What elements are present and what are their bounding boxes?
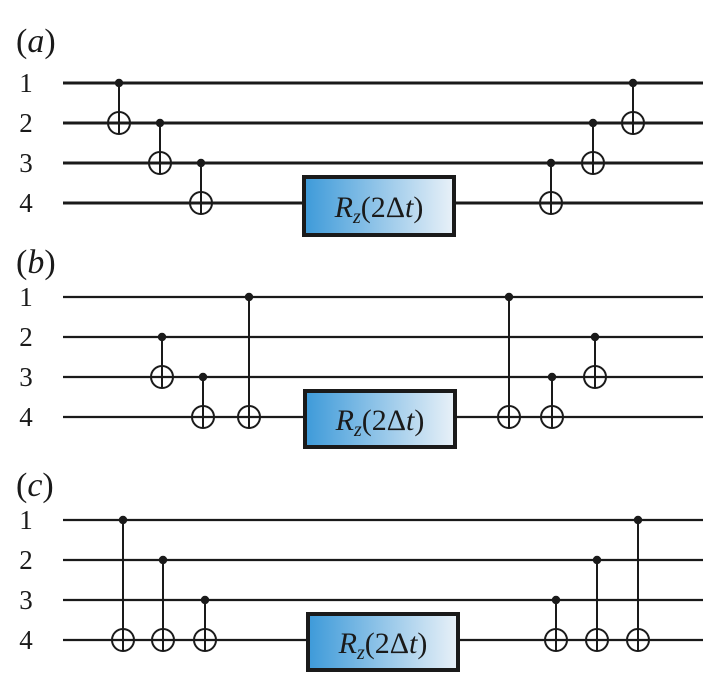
control-dot [628, 78, 638, 88]
cnot-gate [189, 158, 213, 215]
gate-symbol: R [335, 404, 354, 437]
rz-gate-box [303, 389, 457, 449]
gate-symbol: R [338, 627, 357, 660]
control-dot [114, 78, 124, 88]
cnot-gate [539, 158, 563, 215]
qubit-label: 3 [19, 362, 33, 392]
cnot-gate [107, 78, 131, 135]
cnot-gate [497, 292, 521, 429]
gate-arg-close: ) [414, 404, 424, 437]
cnot-gate [191, 372, 215, 429]
panel-label: (b) [16, 244, 56, 281]
cnot-gate [621, 78, 645, 135]
cnot-gate [626, 515, 650, 652]
gate-subscript: z [352, 206, 361, 228]
control-dot [198, 372, 208, 382]
control-dot [504, 292, 514, 302]
panel-label-open: ( [16, 467, 27, 504]
cnot-gate [544, 595, 568, 652]
control-dot [633, 515, 643, 525]
cnot-gate [237, 292, 261, 429]
control-dot [547, 372, 557, 382]
rz-gate-label: Rz(2Δt) [334, 191, 424, 228]
gate-arg-close: ) [413, 191, 423, 224]
qubit-label: 4 [19, 625, 33, 655]
panel-label-open: ( [16, 244, 27, 281]
control-dot [590, 332, 600, 342]
control-dot [546, 158, 556, 168]
qubit-label: 1 [19, 505, 33, 535]
rz-gate: Rz(2Δt) [302, 175, 456, 237]
cnot-gate [540, 372, 564, 429]
panel-label-open: ( [16, 23, 27, 60]
panel-label-letter: b [27, 244, 44, 281]
panel-label: (c) [16, 467, 54, 504]
control-dot [155, 118, 165, 128]
qubit-label: 1 [19, 68, 33, 98]
rz-gate-box [302, 175, 456, 237]
control-dot [196, 158, 206, 168]
rz-gate: Rz(2Δt) [306, 612, 460, 672]
gate-subscript: z [356, 642, 365, 664]
panel-label-letter: a [27, 23, 44, 60]
gate-arg-open: (2Δ [362, 404, 406, 437]
cnot-gate [148, 118, 172, 175]
gate-arg-var: t [405, 191, 414, 224]
gate-arg-open: (2Δ [361, 191, 405, 224]
gate-arg-var: t [406, 404, 415, 437]
panel-label: (a) [16, 23, 56, 60]
cnot-gate [151, 555, 175, 652]
gate-symbol: R [334, 191, 353, 224]
cnot-gate [581, 118, 605, 175]
qubit-label: 1 [19, 282, 33, 312]
control-dot [118, 515, 128, 525]
panel-label-letter: c [27, 467, 42, 504]
rz-gate-label: Rz(2Δt) [338, 627, 428, 664]
cnot-gate [583, 332, 607, 389]
control-dot [551, 595, 561, 605]
cnot-gate [150, 332, 174, 389]
qubit-label: 4 [19, 188, 33, 218]
control-dot [157, 332, 167, 342]
gate-arg-open: (2Δ [365, 627, 409, 660]
qubit-label: 2 [19, 322, 33, 352]
panel-label-close: ) [44, 244, 55, 281]
panel-label-close: ) [44, 23, 55, 60]
qubit-label: 3 [19, 148, 33, 178]
circuit-panel-a: (a) 1 2 3 4 Rz(2Δt) [16, 23, 703, 237]
cnot-gate [585, 555, 609, 652]
control-dot [592, 555, 602, 565]
panel-label-close: ) [42, 467, 53, 504]
qubit-label: 4 [19, 402, 33, 432]
qubit-label: 2 [19, 108, 33, 138]
cnot-gate [111, 515, 135, 652]
gate-arg-var: t [409, 627, 418, 660]
rz-gate: Rz(2Δt) [303, 389, 457, 449]
rz-gate-box [306, 612, 460, 672]
control-dot [588, 118, 598, 128]
qubit-label: 3 [19, 585, 33, 615]
rz-gate-label: Rz(2Δt) [335, 404, 425, 441]
control-dot [158, 555, 168, 565]
cnot-gate [193, 595, 217, 652]
control-dot [200, 595, 210, 605]
gate-arg-close: ) [417, 627, 427, 660]
qubit-label: 2 [19, 545, 33, 575]
control-dot [244, 292, 254, 302]
gate-subscript: z [353, 419, 362, 441]
